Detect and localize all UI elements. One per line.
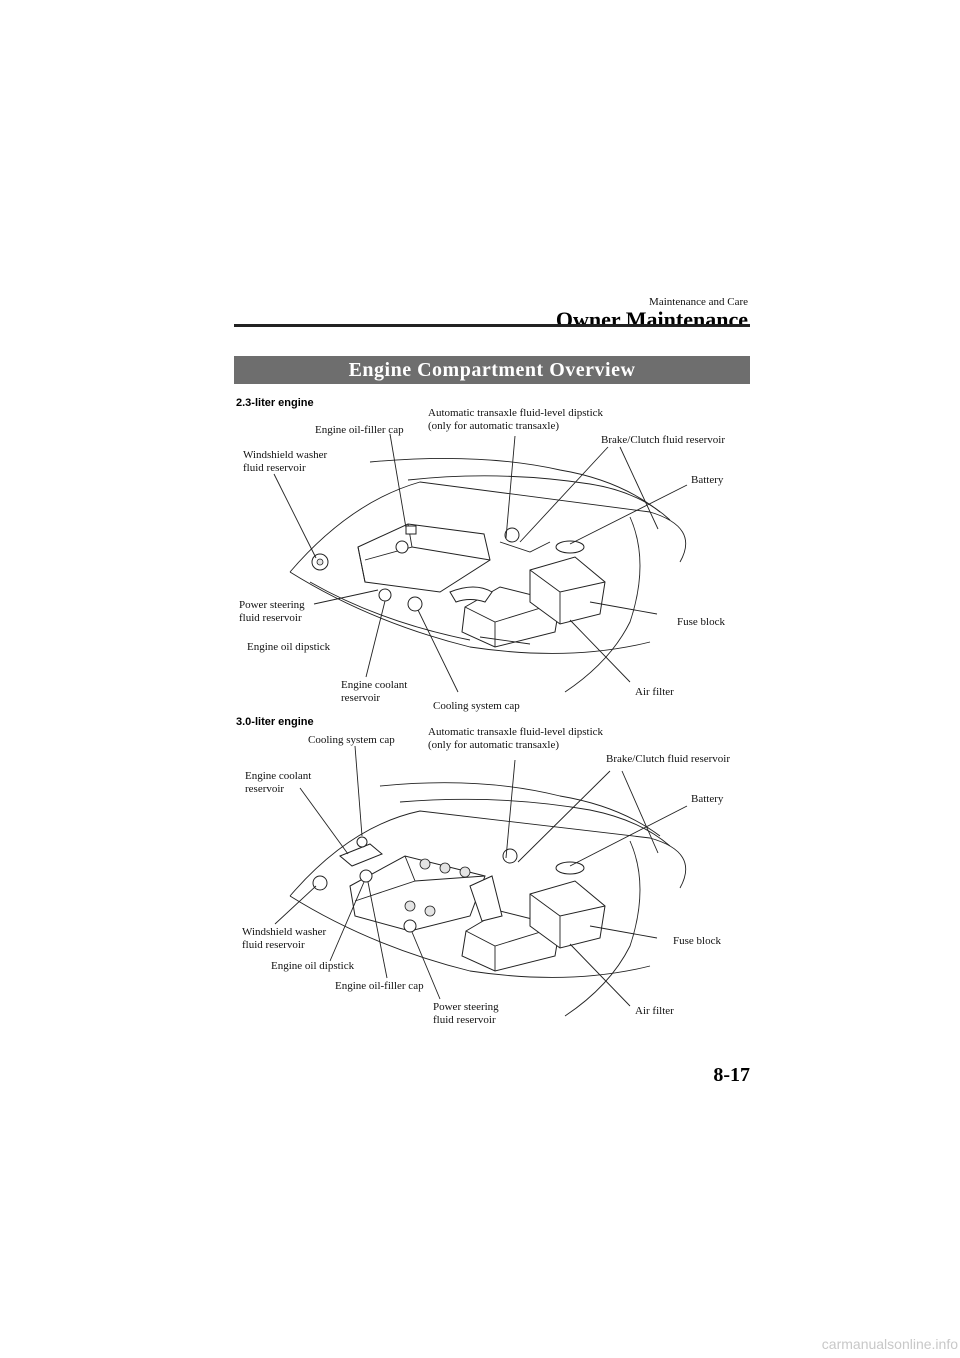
engine-illustration-3-0 <box>274 745 688 1017</box>
label-atf-dipstick: Automatic transaxle fluid-level dipstick… <box>428 726 604 751</box>
label-power-steering-reservoir: Power steering fluid reservoir <box>433 1001 499 1026</box>
label-oil-filler-cap: Engine oil-filler cap <box>315 424 404 436</box>
chapter-title: Owner Maintenance <box>555 307 748 332</box>
label-washer-reservoir: Windshield washer fluid reservoir <box>242 926 327 951</box>
engine-heading-2-3: 2.3-liter engine <box>236 397 314 409</box>
label-washer-reservoir: Windshield washer fluid reservoir <box>243 449 328 474</box>
section-label: Maintenance and Care <box>649 296 748 308</box>
watermark: carmanualsonline.info <box>821 1336 958 1352</box>
engine-heading-3-0: 3.0-liter engine <box>236 716 314 728</box>
label-coolant-reservoir: Engine coolant reservoir <box>245 770 312 795</box>
label-air-filter: Air filter <box>635 1005 674 1017</box>
label-engine-oil-dipstick: Engine oil dipstick <box>271 960 355 972</box>
engine-illustration-2-3 <box>273 433 688 693</box>
page-number: 8-17 <box>713 1064 750 1086</box>
label-battery: Battery <box>691 474 724 486</box>
label-coolant-reservoir: Engine coolant reservoir <box>341 679 408 704</box>
label-battery: Battery <box>691 793 724 805</box>
label-power-steering-reservoir: Power steering fluid reservoir <box>239 599 305 624</box>
label-fuse-block: Fuse block <box>673 935 721 947</box>
section-banner: Engine Compartment Overview <box>234 356 750 384</box>
label-air-filter: Air filter <box>635 686 674 698</box>
label-fuse-block: Fuse block <box>677 616 725 628</box>
engine-diagram-3-0 <box>230 716 760 1034</box>
label-engine-oil-dipstick: Engine oil dipstick <box>247 641 331 653</box>
label-cooling-system-cap: Cooling system cap <box>308 734 395 746</box>
label-brake-clutch-reservoir: Brake/Clutch fluid reservoir <box>606 753 731 765</box>
label-oil-filler-cap: Engine oil-filler cap <box>335 980 424 992</box>
engine-diagram-2-3 <box>230 392 760 710</box>
label-brake-clutch-reservoir: Brake/Clutch fluid reservoir <box>601 434 726 446</box>
header-rule <box>234 324 750 327</box>
label-cooling-system-cap: Cooling system cap <box>433 700 520 712</box>
label-atf-dipstick: Automatic transaxle fluid-level dipstick… <box>428 407 604 432</box>
